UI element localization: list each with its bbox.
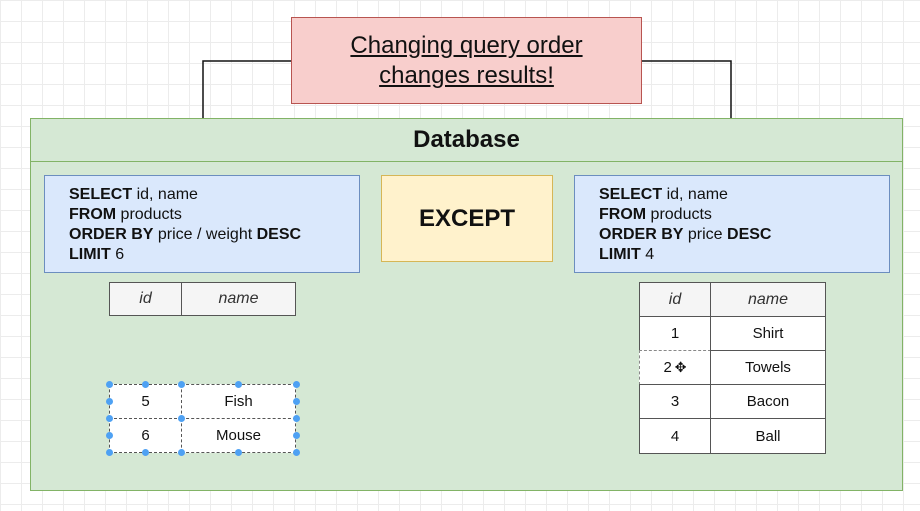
left-table-cell-id[interactable]: 6 [109, 418, 182, 453]
right-query-line-4: LIMIT 4 [599, 246, 655, 263]
right-query-line-3: ORDER BY price DESC [599, 226, 772, 243]
left-query-line-3: ORDER BY price / weight DESC [69, 226, 302, 243]
left-query-line-4: LIMIT 6 [69, 246, 125, 263]
database-divider [30, 161, 903, 162]
right-table-cell-id[interactable]: 1 [639, 316, 711, 351]
right-table-cell-name[interactable]: Ball [710, 418, 826, 454]
right-table-cell-name[interactable]: Shirt [710, 316, 826, 351]
left-table-header-name[interactable]: name [181, 282, 296, 316]
right-table-cell-name[interactable]: Bacon [710, 384, 826, 419]
left-table-header-id[interactable]: id [109, 282, 182, 316]
right-table-header-id[interactable]: id [639, 282, 711, 317]
right-table-cell-id[interactable]: 3 [639, 384, 711, 419]
left-table-cell-id[interactable]: 5 [109, 384, 182, 419]
left-table-cell-name[interactable]: Mouse [181, 418, 296, 453]
title-line-2: changes results! [379, 61, 554, 89]
database-label: Database [413, 125, 520, 153]
left-query-line-2: FROM products [69, 206, 182, 223]
title-box[interactable]: Changing query order changes results! [291, 17, 642, 104]
right-table-cell-id[interactable]: 2 ✥ [639, 350, 711, 385]
left-query-line-1: SELECT id, name [69, 186, 198, 203]
left-table-cell-name[interactable]: Fish [181, 384, 296, 419]
right-table-cell-id[interactable]: 4 [639, 418, 711, 454]
right-query-box[interactable]: SELECT id, name FROM products ORDER BY p… [574, 175, 890, 273]
right-query-line-2: FROM products [599, 206, 712, 223]
title-line-1: Changing query order [350, 31, 583, 59]
move-cursor-icon: ✥ [674, 359, 687, 375]
right-table-cell-name[interactable]: Towels [710, 350, 826, 385]
except-box[interactable]: EXCEPT [381, 175, 553, 262]
right-table-header-name[interactable]: name [710, 282, 826, 317]
left-query-box[interactable]: SELECT id, name FROM products ORDER BY p… [44, 175, 360, 273]
right-query-line-1: SELECT id, name [599, 186, 728, 203]
